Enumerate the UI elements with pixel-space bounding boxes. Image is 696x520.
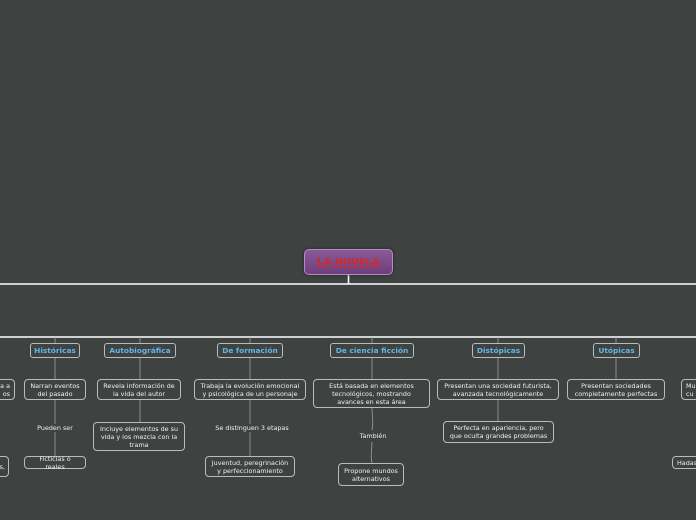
de-formacion-child[interactable]: Juventud, peregrinación y perfeccionamie…: [205, 456, 295, 477]
distopicas-description[interactable]: Presentan una sociedad futurista, avanza…: [437, 379, 559, 400]
category-utopicas[interactable]: Utópicas: [593, 343, 640, 358]
root-node[interactable]: LA NOVELA: [304, 249, 393, 275]
right-partial-child[interactable]: Hadas: [672, 456, 696, 469]
historicas-description[interactable]: Narran eventos del pasado: [24, 379, 86, 400]
category-distopicas[interactable]: Distópicas: [472, 343, 525, 358]
de-ciencia-ficcion-connector: También: [352, 432, 394, 440]
root-title: LA NOVELA: [317, 256, 380, 268]
de-formacion-description[interactable]: Trabaja la evolución emocional y psicoló…: [194, 379, 306, 400]
autobiografica-child[interactable]: Incluye elementos de su vida y los mezcl…: [93, 422, 185, 451]
left-partial-desc-line-1: a a: [0, 381, 10, 390]
category-autobiografica[interactable]: Autobiográfica: [104, 343, 176, 358]
de-ciencia-ficcion-child[interactable]: Propone mundos alternativos: [338, 463, 404, 486]
right-partial-desc-line-2: cu: [686, 389, 694, 398]
distopicas-child[interactable]: Perfecta en apariencia, pero que oculta …: [443, 421, 554, 443]
historicas-child[interactable]: Ficticias o reales: [24, 455, 86, 471]
autobiografica-description[interactable]: Revela información de la vida del autor: [97, 379, 181, 400]
category-historicas[interactable]: Históricas: [30, 343, 80, 358]
utopicas-description[interactable]: Presentan sociedades completamente perfe…: [567, 379, 665, 400]
right-partial-desc-line-1: Mu: [686, 381, 696, 390]
category-de-ciencia-ficcion[interactable]: De ciencia ficción: [330, 343, 414, 358]
left-partial-child[interactable]: s,: [0, 456, 9, 477]
de-ciencia-ficcion-description[interactable]: Está basada en elementos tecnológicos, m…: [313, 379, 430, 408]
de-formacion-connector: Se distinguen 3 etapas: [208, 424, 296, 432]
category-de-formacion[interactable]: De formación: [217, 343, 283, 358]
left-partial-desc-line-2: os: [2, 389, 10, 398]
historicas-connector: Pueden ser: [31, 424, 79, 432]
